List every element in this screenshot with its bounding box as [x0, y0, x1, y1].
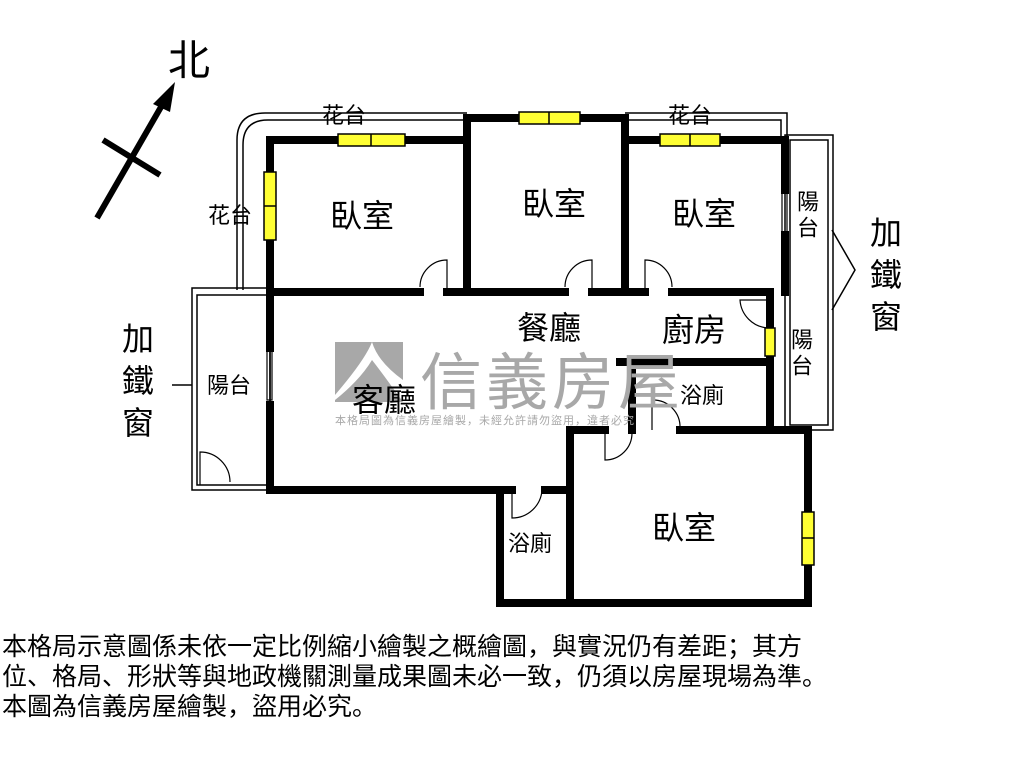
- room-bedroom-3: 臥室: [672, 195, 737, 233]
- iron-window-right: 加鐵窗: [865, 216, 903, 342]
- room-kitchen: 廚房: [662, 311, 727, 349]
- room-bedroom-2: 臥室: [522, 185, 587, 223]
- disclaimer-line: 本圖為信義房屋繪製，盜用必究。: [2, 692, 378, 721]
- disclaimer-line: 位、格局、形狀等與地政機關測量成果圖未必一致，仍須以房屋現場為準。: [2, 662, 828, 691]
- disclaimer-line: 本格局示意圖係未依一定比例縮小繪製之概繪圖，與實況仍有差距；其方: [2, 632, 803, 661]
- watermark-logo-icon: [335, 342, 403, 402]
- room-bath-1: 浴廁: [680, 384, 725, 409]
- watermark-brand: 信義房屋: [420, 346, 685, 419]
- planter-left: 花台: [208, 204, 253, 229]
- planter-top-2: 花台: [668, 104, 713, 129]
- windows: [263, 111, 815, 566]
- room-dining: 餐廳: [517, 309, 582, 347]
- disclaimer: 本格局示意圖係未依一定比例縮小繪製之概繪圖，與實況仍有差距；其方 位、格局、形狀…: [2, 632, 1022, 722]
- iron-window-left: 加鐵窗: [117, 322, 155, 448]
- north-label: 北: [168, 36, 211, 85]
- watermark-notice: 本格局圖為信義房屋繪製，未經允許請勿盜用，違者必究: [335, 414, 635, 427]
- room-bedroom-4: 臥室: [652, 509, 717, 547]
- doors: [199, 189, 788, 519]
- balcony-right-bottom: 陽台: [787, 328, 812, 380]
- balcony-right-top: 陽台: [793, 190, 818, 242]
- planter-top-1: 花台: [322, 104, 367, 129]
- balcony-left: 陽台: [207, 374, 252, 399]
- room-bedroom-1: 臥室: [330, 197, 395, 235]
- room-bath-2: 浴廁: [508, 532, 553, 557]
- north-arrow-icon: [94, 82, 175, 220]
- room-living: 客廳: [352, 381, 417, 419]
